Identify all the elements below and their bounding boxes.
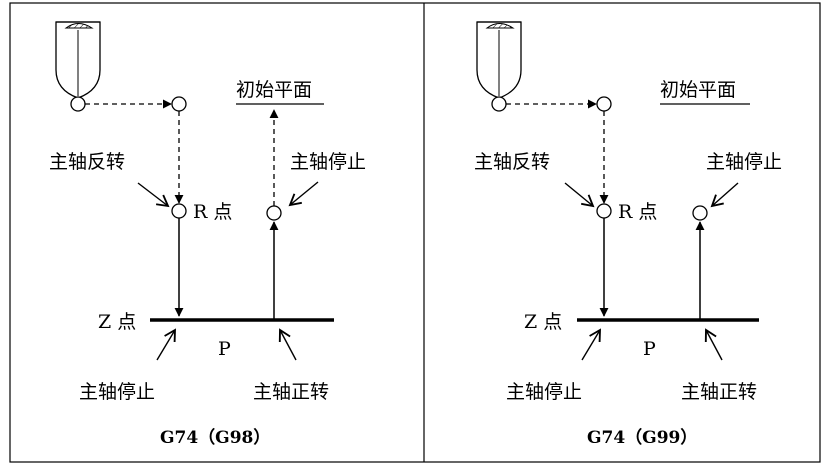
spindle-forward-label: 主轴正转 (681, 381, 757, 403)
spindle-stop-bottom-label: 主轴停止 (79, 381, 155, 403)
r-point-label: R 点 (618, 201, 657, 223)
r-point-circle (171, 203, 187, 219)
r-point-circle (596, 203, 612, 219)
pointer-spindle-forward (704, 328, 723, 361)
p-label: P (218, 338, 231, 360)
z-point-label: Z 点 (524, 311, 562, 333)
pointer-spindle-forward (278, 328, 297, 361)
spindle-stop-top-label: 主轴停止 (706, 151, 782, 173)
z-point-label: Z 点 (98, 311, 136, 333)
start-point-circle (491, 96, 507, 112)
spindle-reverse-label: 主轴反转 (474, 151, 550, 173)
panel-right: 初始平面 主轴反转 主轴停止 R 点 Z 点 P 主轴停止 主轴正转 G74（G… (474, 21, 782, 448)
spindle-stop-top-label: 主轴停止 (290, 151, 366, 173)
r-return-circle (692, 205, 708, 221)
caption: G74（G99） (587, 427, 697, 448)
panel-left: 初始平面 主轴反转 主轴停止 R 点 Z 点 P 主轴停止 主轴正转 G74（G… (49, 21, 366, 448)
caption: G74（G98） (160, 427, 270, 448)
spindle-stop-bottom-label: 主轴停止 (506, 381, 582, 403)
pointer-spindle-stop-top (288, 181, 319, 207)
r-point-label: R 点 (193, 201, 232, 223)
pointer-spindle-reverse (564, 182, 595, 208)
pointer-spindle-stop-top (710, 182, 739, 208)
outer-frame (9, 2, 821, 463)
tool-icon (55, 21, 101, 99)
spindle-reverse-label: 主轴反转 (49, 151, 125, 173)
r-return-circle (266, 205, 282, 221)
pointer-spindle-reverse (137, 182, 170, 208)
tool-icon (476, 21, 522, 99)
initial-point-circle (171, 96, 187, 112)
initial-plane-label: 初始平面 (236, 79, 312, 101)
initial-plane-label: 初始平面 (660, 79, 736, 101)
spindle-forward-label: 主轴正转 (253, 381, 329, 403)
initial-point-circle (596, 96, 612, 112)
start-point-circle (70, 96, 86, 112)
pointer-spindle-stop-bottom (581, 328, 601, 361)
p-label: P (643, 338, 656, 360)
pointer-spindle-stop-bottom (156, 328, 176, 361)
